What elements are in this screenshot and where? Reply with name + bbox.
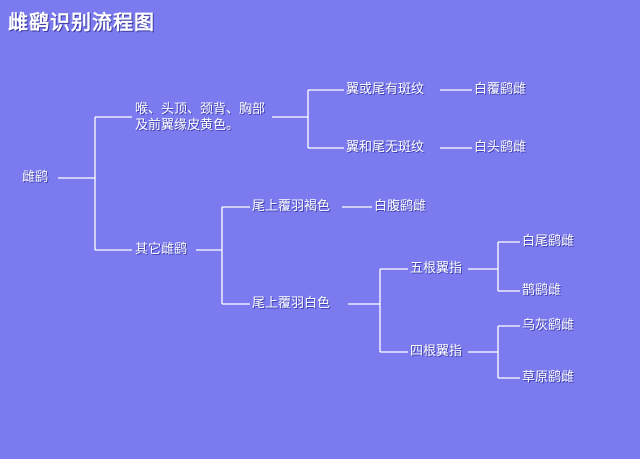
node-root: 雌鹞 [22,170,49,185]
page-title: 雌鹞识别流程图 [8,10,155,34]
node-pied: 鹊鹞雌 [522,283,562,298]
node-white-belly-marsh: 白覆鹞雌 [474,82,527,97]
node-other: 其它雌鹞 [135,242,188,257]
node-white-head: 白头鹞雌 [474,140,527,155]
node-hen-harrier: 白尾鹞雌 [522,234,575,249]
node-wing-tail-spots: 翼或尾有斑纹 [346,82,425,97]
node-tail-white: 尾上覆羽白色 [252,296,331,311]
node-montagu: 乌灰鹞雌 [522,318,575,333]
node-wing-tail-nospots: 翼和尾无斑纹 [346,140,425,155]
node-pallid: 草原鹞雌 [522,370,575,385]
node-four-finger: 四根翼指 [410,344,463,359]
node-five-finger: 五根翼指 [410,261,463,276]
node-throat-buff: 喉、头顶、颈背、胸部及前翼缘皮黄色。 [135,102,266,133]
node-tail-brown: 尾上覆羽褐色 [252,199,331,214]
node-white-belly: 白腹鹞雌 [374,199,427,214]
